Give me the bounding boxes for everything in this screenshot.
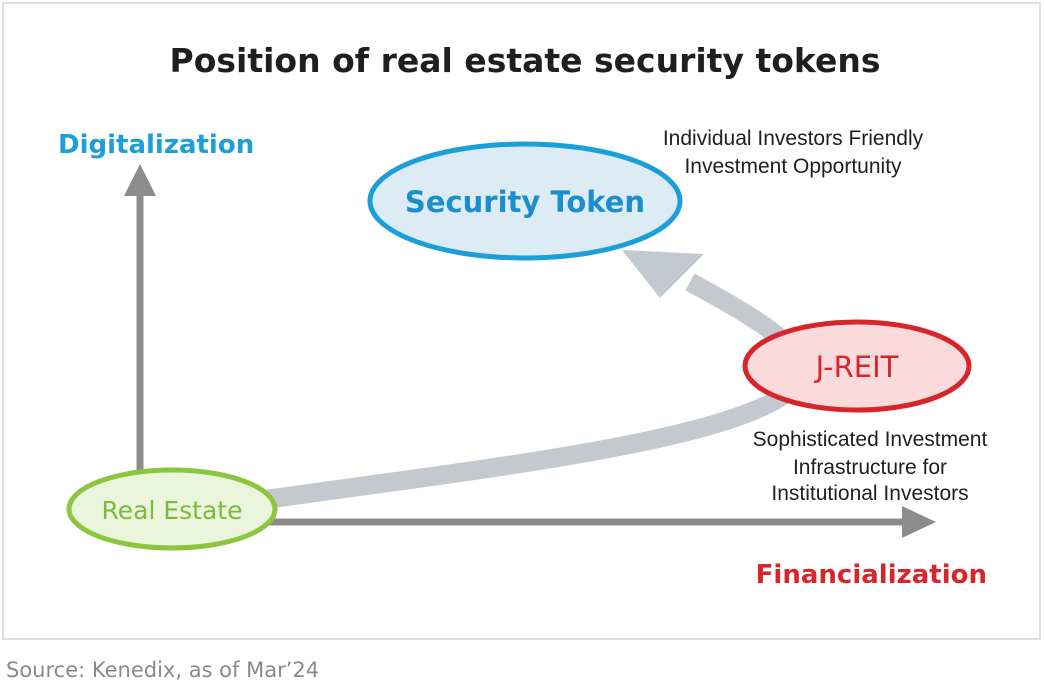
security-token-label: Security Token <box>405 185 645 219</box>
reit-annotation-line-3: Institutional Investors <box>771 482 968 505</box>
reit-annotation-line-2: Infrastructure for <box>793 456 947 479</box>
source-note: Source: Kenedix, as of Mar’24 <box>6 658 320 682</box>
x-axis-label: Financialization <box>756 560 987 590</box>
y-axis-label: Digitalization <box>58 130 254 160</box>
reit-annotation-line-1: Sophisticated Investment <box>753 428 988 451</box>
diagram-title: Position of real estate security tokens <box>170 41 881 80</box>
evolution-path <box>260 250 811 510</box>
evolution-path-arrowhead <box>622 250 704 298</box>
j-reit-annotation: Sophisticated Investment Infrastructure … <box>753 428 988 505</box>
y-axis-arrowhead <box>124 164 156 196</box>
token-annotation-line-1: Individual Investors Friendly <box>663 127 924 150</box>
security-token-annotation: Individual Investors Friendly Investment… <box>663 127 924 178</box>
j-reit-node: J-REIT <box>742 319 972 413</box>
security-token-node: Security Token <box>367 141 683 261</box>
real-estate-label: Real Estate <box>102 496 243 525</box>
x-axis-arrowhead <box>902 506 936 538</box>
x-axis <box>262 506 936 538</box>
j-reit-label: J-REIT <box>814 350 899 384</box>
y-axis <box>124 164 156 478</box>
real-estate-node: Real Estate <box>66 467 278 551</box>
token-annotation-line-2: Investment Opportunity <box>684 155 902 178</box>
